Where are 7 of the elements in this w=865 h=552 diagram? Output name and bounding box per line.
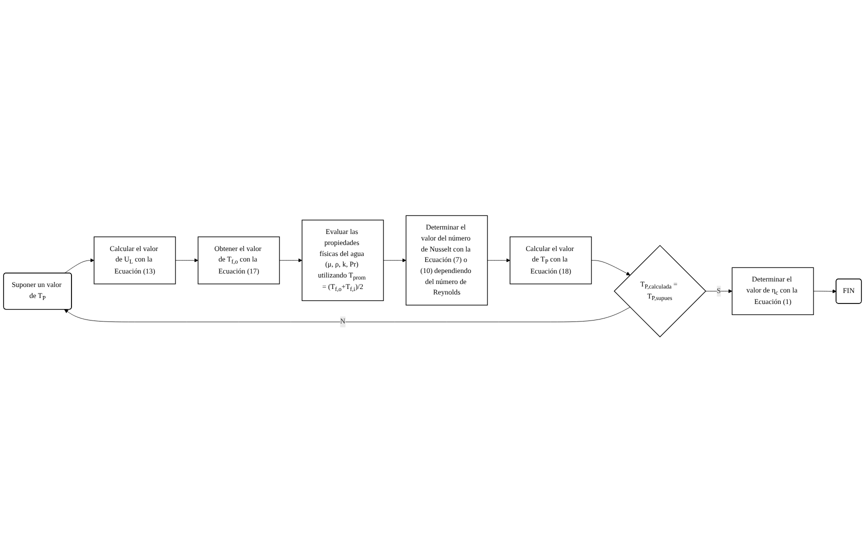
node-box bbox=[406, 215, 488, 306]
node-diamond bbox=[614, 244, 706, 338]
node-box bbox=[94, 236, 176, 284]
node-box bbox=[302, 219, 384, 301]
node-box bbox=[198, 236, 280, 284]
node-box bbox=[510, 236, 592, 284]
node-box bbox=[732, 267, 814, 315]
